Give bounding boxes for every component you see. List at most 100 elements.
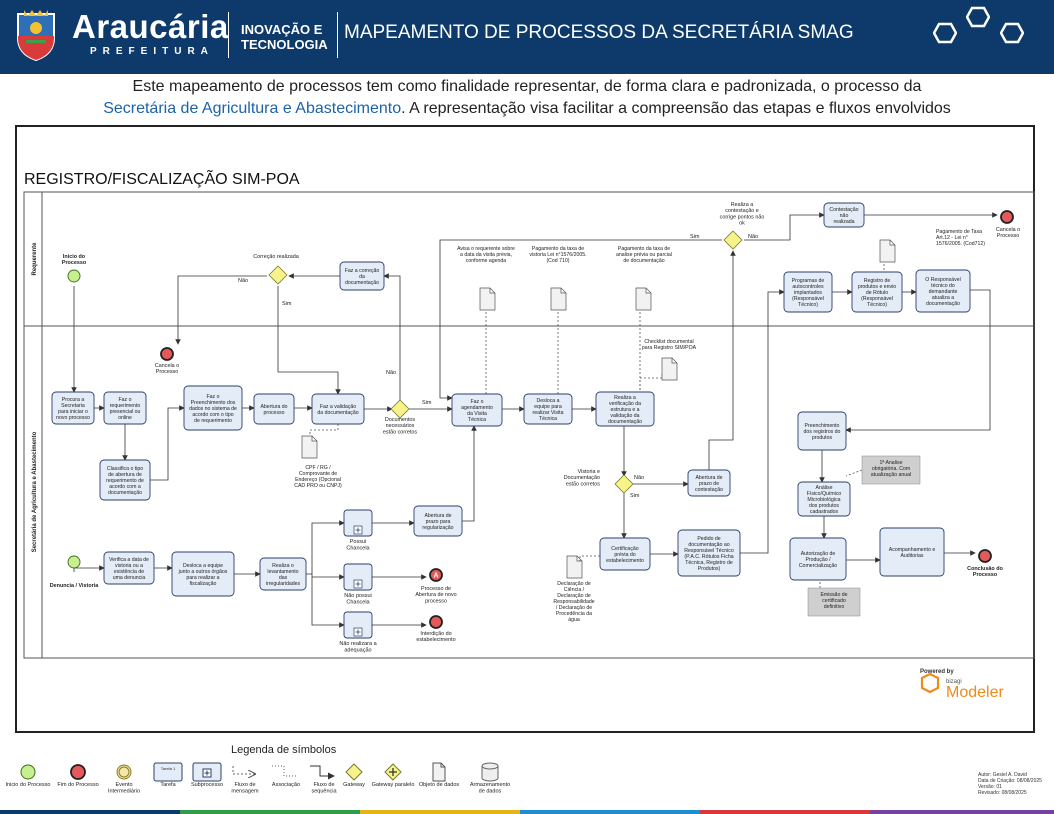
legend-item-task: Tarefa 1 Tarefa xyxy=(153,762,183,788)
legend-item-parallel-gateway: Gateway paralelo xyxy=(372,763,415,788)
lane-label-secretaria: Secretária de Agricultura e Abasteciment… xyxy=(32,431,38,552)
legend-label: Tarefa xyxy=(160,782,176,788)
end-event-icon xyxy=(978,549,992,563)
task-icon xyxy=(153,762,183,782)
legend-title: Legenda de símbolos xyxy=(231,744,337,756)
gateway-icon xyxy=(614,474,634,494)
sequence-flow xyxy=(744,212,825,241)
footer-color-bar xyxy=(360,810,520,814)
footer-revised: Revisado: 08/08/2025 xyxy=(978,790,1027,796)
legend-label: Gateway xyxy=(343,782,365,788)
department-line-1: INOVAÇÃO E xyxy=(241,22,323,37)
araucaria-logo-icon xyxy=(17,10,55,62)
footer-version: Versão: 01 xyxy=(978,784,1002,790)
powered-by-label: Powered by xyxy=(920,669,954,675)
sequence-flow xyxy=(462,425,477,522)
end-event-icon xyxy=(429,568,443,582)
footer-color-bar xyxy=(700,810,870,814)
end-event-icon xyxy=(70,764,86,780)
sequence-flow xyxy=(150,405,185,481)
flow-label-nao: Não xyxy=(634,475,644,481)
association xyxy=(309,420,339,440)
legend-item-subprocess: Subprocesso xyxy=(191,762,223,788)
flow-label-sim: Sim xyxy=(690,234,700,240)
flow-label-sim: Sim xyxy=(282,301,292,307)
document-icon xyxy=(879,239,896,263)
gateway-g1: Correção realizada xyxy=(253,254,299,285)
legend-item-start: Inicio do Processo xyxy=(6,764,50,788)
footer-author: Autor: Gesiel A. David xyxy=(978,772,1027,778)
association xyxy=(579,555,600,570)
hexagon-icon xyxy=(1000,22,1024,44)
end-event-icon xyxy=(429,615,443,629)
sequence-flow xyxy=(740,289,785,554)
gateway-icon xyxy=(345,763,363,781)
bizagi-logo-icon xyxy=(920,672,940,694)
legend-item-association: Associação xyxy=(272,765,300,788)
flow-label-nao: Não xyxy=(386,370,396,376)
svg-text:Tarefa 1: Tarefa 1 xyxy=(161,766,176,771)
flow-label-nao: Não xyxy=(748,234,758,240)
association xyxy=(639,374,663,392)
header-bar: Araucária PREFEITURA INOVAÇÃO E TECNOLOG… xyxy=(0,0,1054,74)
powered-product: Modeler xyxy=(946,684,1004,701)
flow-label-sim: Sim xyxy=(422,400,432,406)
lane-label-requerente: Requerente xyxy=(32,242,38,276)
footer-color-bar xyxy=(870,810,1054,814)
sequence-flow xyxy=(311,574,345,580)
legend-label: Gateway paralelo xyxy=(372,782,415,788)
document-icon xyxy=(550,287,567,311)
legend-label: Subprocesso xyxy=(191,782,223,788)
